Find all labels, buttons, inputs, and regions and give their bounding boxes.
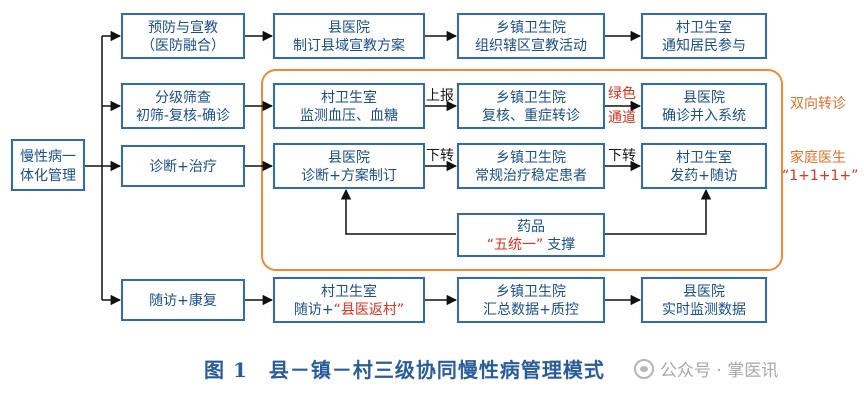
row3-township-task: 常规治疗稳定患者 xyxy=(475,168,587,184)
root-connectors xyxy=(84,30,122,306)
figure-title: 图 1 县－镇－村三级协同慢性病管理模式 xyxy=(204,358,605,382)
row4-village-task: 随访+“县医返村” xyxy=(294,302,404,318)
root-line-1: 慢性病一 xyxy=(20,148,76,165)
row4-township-box xyxy=(457,277,605,323)
row1-county-task: 制订县域宣教方案 xyxy=(293,37,405,54)
row2-township-title: 乡镇卫生院 xyxy=(496,90,566,106)
row1-township-box xyxy=(457,13,605,59)
row1-township-title: 乡镇卫生院 xyxy=(496,20,566,36)
two-way-referral-label: 双向转诊 xyxy=(790,96,846,112)
cooperation-region xyxy=(261,69,783,271)
row4-county-task: 实时监测数据 xyxy=(662,302,746,318)
row2-village-box xyxy=(273,83,425,129)
root-line-2: 体化管理 xyxy=(20,168,76,184)
row1-county-box xyxy=(273,13,425,59)
row4-county-title: 县医院 xyxy=(683,284,725,300)
row1-village-title: 村卫生室 xyxy=(676,19,732,36)
drug-five-unified: “五统一” xyxy=(487,237,544,253)
row4-village-prefix: 随访+ xyxy=(294,302,334,318)
row2-village-title: 村卫生室 xyxy=(321,89,377,106)
row2-township-box xyxy=(457,83,605,129)
row3-township-box xyxy=(457,143,605,189)
row4-township-title: 乡镇卫生院 xyxy=(496,284,566,300)
screening-category-box xyxy=(121,83,245,129)
report-edge-label: 上报 xyxy=(426,88,454,104)
prevention-category-box xyxy=(121,13,245,59)
row1-township-task: 组织辖区宣教活动 xyxy=(475,38,587,54)
diagnosis-category-box xyxy=(121,145,245,187)
family-doctor-label: 家庭医生 xyxy=(790,149,846,166)
drug-support-box xyxy=(457,213,605,257)
row3-village-task: 发药+随访 xyxy=(670,168,738,184)
prevention-category-line-2: （医防融合） xyxy=(141,38,225,54)
drug-title: 药品 xyxy=(517,219,545,235)
figure-caption: 图 1 县－镇－村三级协同慢性病管理模式 公众号 · 掌医讯 xyxy=(0,350,864,384)
followup-category-label: 随访+康复 xyxy=(149,292,217,309)
row3-village-box xyxy=(641,143,767,189)
row2-village-task: 监测血压、血糖 xyxy=(300,108,398,124)
drug-support-word: 支撑 xyxy=(547,237,575,253)
row1-county-title: 县医院 xyxy=(328,20,370,36)
row2-county-box xyxy=(641,83,767,129)
row3-village-title: 村卫生室 xyxy=(676,149,732,166)
watermark: 公众号 · 掌医讯 xyxy=(634,356,778,381)
followup-category-box xyxy=(121,279,245,321)
green-channel-label-1: 绿色 xyxy=(608,85,636,102)
row4-village-box xyxy=(273,277,425,323)
row4-village-title: 村卫生室 xyxy=(321,283,377,300)
root-box xyxy=(11,139,85,191)
flow-arrows xyxy=(244,30,712,306)
down-transfer-label-1: 下转 xyxy=(426,148,454,164)
row4-township-task: 汇总数据+质控 xyxy=(483,302,579,318)
row1-village-box xyxy=(641,13,767,59)
diagnosis-category-label: 诊断+治疗 xyxy=(149,159,217,175)
county-doctor-return-label: “县医返村” xyxy=(334,302,405,318)
screening-category-line-1: 分级筛查 xyxy=(155,90,211,106)
row3-county-task: 诊断+方案制订 xyxy=(301,167,397,184)
drug-support-line: “五统一”支撑 xyxy=(487,237,576,253)
row2-township-task: 复核、重症转诊 xyxy=(482,107,580,124)
down-transfer-label-2: 下转 xyxy=(608,148,636,164)
prevention-category-line-1: 预防与宣教 xyxy=(148,20,218,36)
wechat-icon xyxy=(634,358,654,379)
row4-county-box xyxy=(641,277,767,323)
green-channel-label-2: 通道 xyxy=(608,110,636,126)
screening-category-line-2: 初筛-复核-确诊 xyxy=(136,107,230,124)
row1-village-task: 通知居民参与 xyxy=(662,37,746,54)
row3-township-title: 乡镇卫生院 xyxy=(496,150,566,166)
row3-county-box xyxy=(273,143,425,189)
family-doctor-formula: “1+1+1+” xyxy=(782,168,858,184)
row2-county-task: 确诊并入系统 xyxy=(662,108,746,124)
watermark-text: 公众号 · 掌医讯 xyxy=(660,361,779,381)
row2-county-title: 县医院 xyxy=(683,90,725,106)
row3-county-title: 县医院 xyxy=(328,150,370,166)
